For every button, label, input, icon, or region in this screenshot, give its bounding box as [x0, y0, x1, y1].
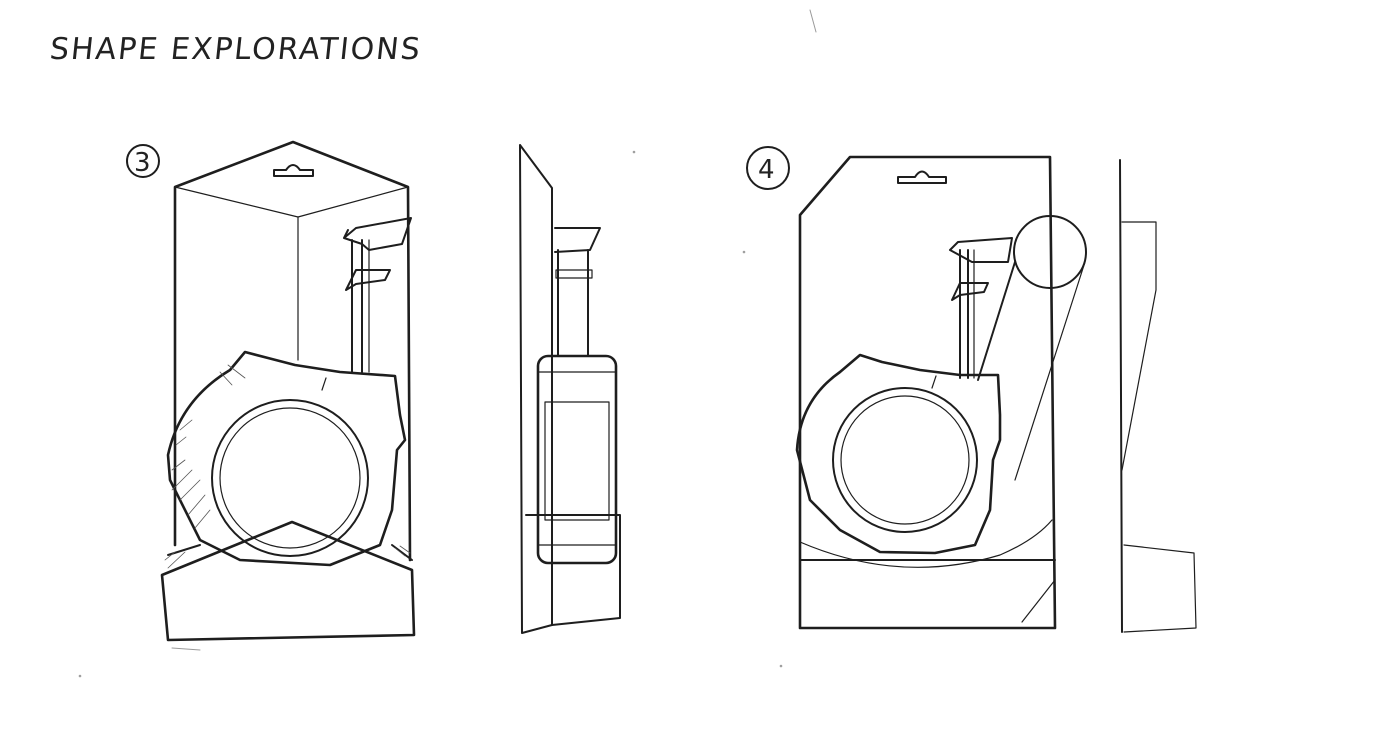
hang-hole — [273, 164, 314, 177]
tape-inner-ring — [219, 407, 361, 549]
side-back-panel — [519, 144, 553, 634]
tape-outer-ring — [211, 399, 369, 557]
card-outline — [798, 155, 1057, 630]
side-tape-body — [536, 354, 618, 565]
side-blade-hook — [554, 227, 601, 253]
card-cradle-curve — [799, 519, 1053, 568]
display-disc — [1013, 215, 1087, 289]
box-top-edge — [174, 186, 409, 218]
paper-specks — [78, 9, 817, 678]
concept-4-front-view: 4 — [746, 146, 1087, 630]
side-blister-top — [1121, 221, 1157, 471]
tape-blade-4 — [949, 237, 1013, 379]
concept-3-number-circle — [126, 144, 160, 178]
package-box-outline — [173, 140, 412, 562]
concept-3-number: 3 — [134, 148, 151, 178]
tape-shading — [171, 364, 246, 529]
tape-outer-ring-4 — [832, 387, 978, 533]
sketch-title: SHAPE EXPLORATIONS — [48, 32, 424, 67]
concept-3-front-view: 3 — [126, 140, 416, 651]
concept-4-side-view — [1119, 159, 1197, 633]
tape-measure-body-4 — [795, 353, 1002, 555]
concept-3-side-view — [519, 144, 621, 634]
hang-hole-4 — [897, 170, 947, 184]
concept-4-number-circle — [746, 146, 790, 190]
tape-measure-body — [166, 350, 407, 567]
tape-inner-ring-4 — [840, 395, 970, 525]
base-tray — [160, 520, 416, 642]
tape-blade — [343, 217, 412, 373]
side-base — [525, 514, 621, 626]
side-blister-base — [1123, 544, 1197, 633]
concept-4-number: 4 — [758, 155, 775, 185]
side-card-edge — [1119, 159, 1123, 633]
